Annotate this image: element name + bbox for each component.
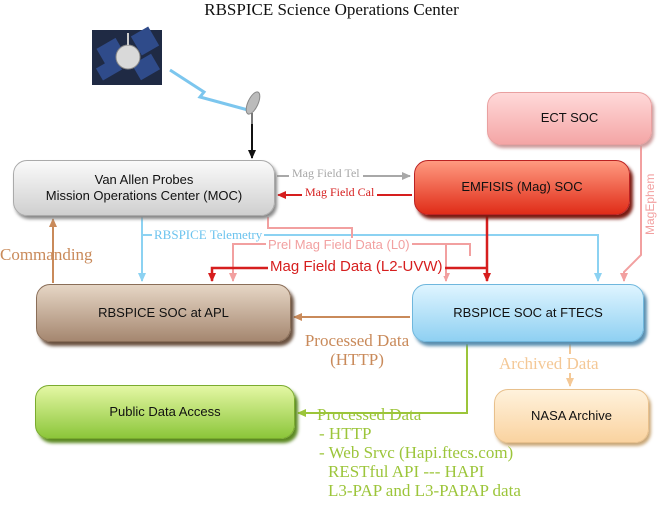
mag-l2-label: Mag Field Data (L2-UVW) bbox=[268, 258, 445, 276]
processed-http-line2: (HTTP) bbox=[330, 350, 384, 370]
emfisis-box: EMFISIS (Mag) SOC bbox=[414, 160, 630, 215]
ect-box: ECT SOC bbox=[487, 92, 652, 145]
ftecs-label: RBSPICE SOC at FTECS bbox=[453, 304, 603, 320]
public-data-label: Public Data Access bbox=[109, 403, 221, 419]
public-desc-line3: - Web Srvc (Hapi.ftecs.com) bbox=[319, 443, 514, 463]
antenna-dish-icon bbox=[245, 91, 261, 124]
nasa-archive-box: NASA Archive bbox=[494, 389, 649, 443]
archived-data-label: Archived Data bbox=[499, 354, 599, 374]
ect-label: ECT SOC bbox=[540, 110, 599, 126]
emfisis-label: EMFISIS (Mag) SOC bbox=[461, 179, 583, 195]
public-data-description: Processed Data - HTTP - Web Srvc (Hapi.f… bbox=[317, 405, 521, 500]
moc-box: Van Allen Probes Mission Operations Cent… bbox=[13, 160, 275, 216]
mag-field-tel-label: Mag Field Tel bbox=[289, 166, 363, 181]
spacecraft-icon bbox=[92, 26, 162, 85]
public-data-box: Public Data Access bbox=[35, 385, 295, 439]
magephem-arrow bbox=[620, 146, 642, 282]
processed-http-line1: Processed Data bbox=[304, 331, 410, 350]
public-desc-line5: L3-PAP and L3-PAPAP data bbox=[328, 481, 521, 501]
apl-box: RBSPICE SOC at APL bbox=[36, 284, 291, 342]
radio-link-icon bbox=[169, 68, 249, 112]
magephem-label: MagEphem bbox=[643, 173, 657, 235]
public-data-arrow bbox=[297, 344, 468, 417]
public-desc-line4: RESTful API --- HAPI bbox=[328, 462, 485, 482]
apl-label: RBSPICE SOC at APL bbox=[98, 304, 229, 320]
public-desc-line1: Processed Data bbox=[317, 405, 422, 424]
commanding-label: Commanding bbox=[0, 245, 93, 264]
prel-mag-label: Prel Mag Field Data (L0) bbox=[266, 237, 412, 253]
ftecs-box: RBSPICE SOC at FTECS bbox=[412, 284, 644, 342]
processed-http-label: Processed Data (HTTP) bbox=[298, 331, 416, 369]
mag-field-cal-label: Mag Field Cal bbox=[302, 185, 378, 200]
telemetry-to-ftecs-arrow bbox=[142, 234, 602, 282]
moc-label-line1: Van Allen Probes bbox=[94, 171, 194, 187]
moc-label-line2: Mission Operations Center (MOC) bbox=[45, 188, 243, 203]
nasa-archive-label: NASA Archive bbox=[531, 407, 612, 423]
diagram-title: RBSPICE Science Operations Center bbox=[204, 0, 459, 19]
prel-mag-line bbox=[267, 217, 471, 256]
rbspice-telemetry-label: RBSPICE Telemetry bbox=[152, 227, 265, 243]
public-desc-line2: - HTTP bbox=[319, 424, 372, 444]
